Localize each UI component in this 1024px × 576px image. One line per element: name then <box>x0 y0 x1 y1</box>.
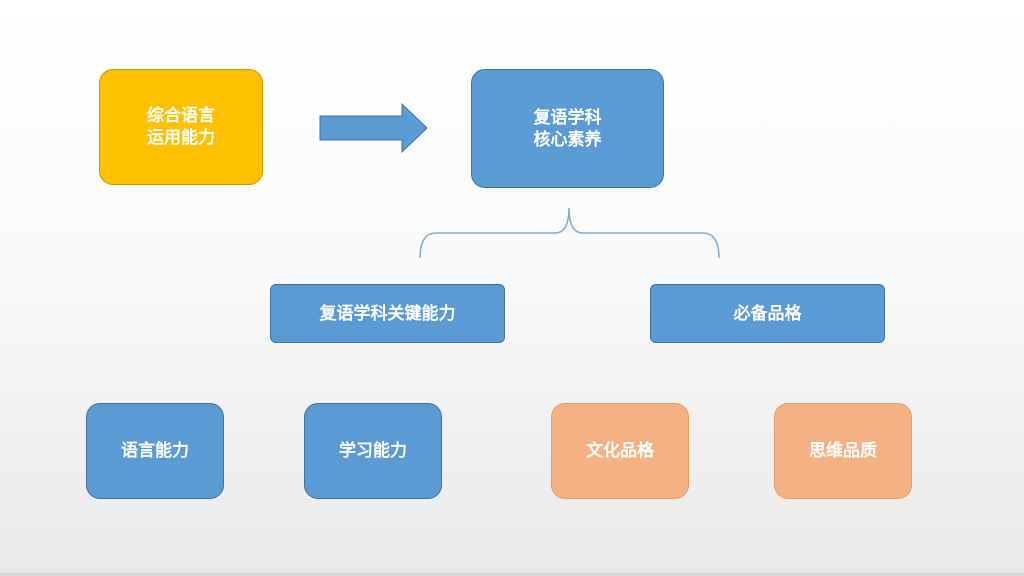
right-arrow <box>319 102 428 154</box>
character-label: 必备品格 <box>733 303 802 324</box>
slide-bottom-edge <box>0 573 1024 576</box>
core-box-line1: 复语学科 <box>533 107 602 128</box>
leaf-label-culture: 文化品格 <box>586 441 654 461</box>
brace-connector <box>419 207 720 259</box>
key-ability-label: 复语学科关键能力 <box>319 303 456 324</box>
integrated-language-ability-box: 综合语言 运用能力 <box>99 69 263 185</box>
core-box-line2: 核心素养 <box>533 129 602 150</box>
language-ability-box: 语言能力 <box>86 403 224 499</box>
leaf-label-thinking: 思维品质 <box>809 441 877 461</box>
leaf-label-learning: 学习能力 <box>339 441 407 461</box>
core-literacy-box: 复语学科 核心素养 <box>471 69 664 188</box>
thinking-quality-box: 思维品质 <box>774 403 912 499</box>
source-box-line1: 综合语言 <box>147 106 215 126</box>
source-box-line2: 运用能力 <box>147 128 215 148</box>
learning-ability-box: 学习能力 <box>304 403 442 499</box>
leaf-label-language: 语言能力 <box>121 441 189 461</box>
key-ability-box: 复语学科关键能力 <box>270 284 505 343</box>
essential-character-box: 必备品格 <box>650 284 885 343</box>
cultural-character-box: 文化品格 <box>551 403 689 499</box>
